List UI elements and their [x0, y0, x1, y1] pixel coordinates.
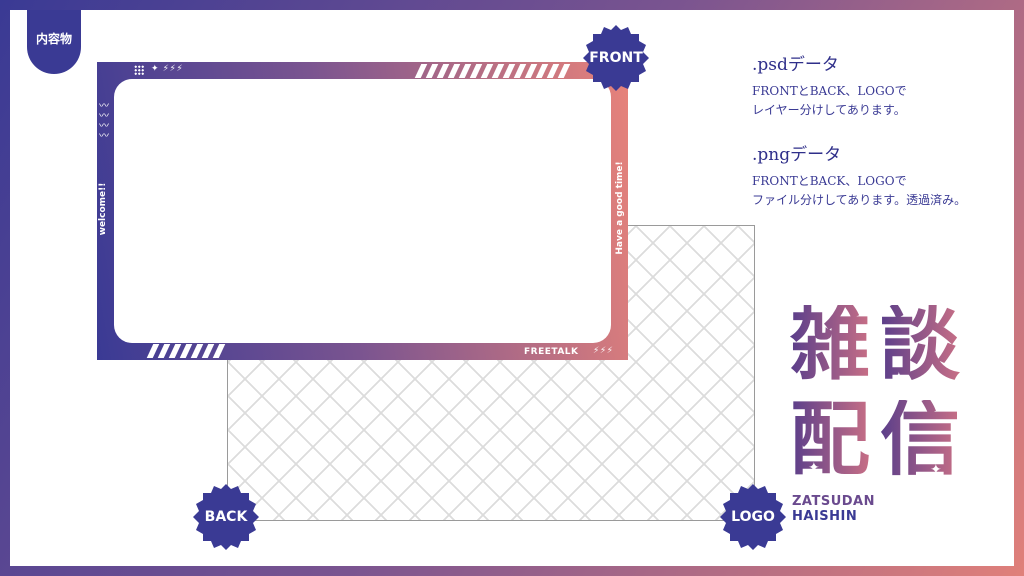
freetalk-text: FREETALK — [524, 347, 579, 357]
psd-title: .psdデータ — [752, 55, 839, 75]
badge-shape-icon — [193, 484, 259, 550]
contents-tag: 内容物 — [27, 10, 81, 74]
contents-tag-label: 内容物 — [35, 32, 72, 46]
badge-shape-icon — [583, 25, 649, 91]
top-sparkle-bolts: ✦ ⚡⚡⚡ — [151, 64, 184, 74]
logo-sub-line-1: ZATSUDAN — [792, 494, 875, 509]
badge-shape-icon — [720, 484, 786, 550]
sparkle-icon: ✦ — [893, 370, 905, 386]
psd-line-1: FRONTとBACK、LOGOで — [752, 84, 907, 98]
welcome-text: welcome!! — [98, 182, 108, 236]
logo-kanji-zatsu: 雑 — [790, 298, 870, 391]
front-badge-label: FRONT — [589, 50, 643, 66]
bottom-stripes — [146, 344, 226, 358]
front-screen-window — [114, 79, 611, 343]
logo-sub-line-2: HAISHIN — [792, 509, 858, 524]
png-line-1: FRONTとBACK、LOGOで — [752, 174, 907, 188]
zigzag-icon: 〰 〰 〰 〰 — [99, 101, 109, 142]
top-stripes — [414, 64, 571, 78]
bottom-bolts: ⚡⚡⚡ — [593, 346, 614, 356]
sparkle-icon: ✦ — [808, 460, 820, 476]
dots-icon — [134, 65, 144, 75]
psd-line-2: レイヤー分けしてあります。 — [752, 103, 906, 117]
back-badge-label: BACK — [204, 509, 248, 525]
back-badge: BACK — [193, 484, 259, 550]
png-title: .pngデータ — [752, 145, 842, 165]
logo-badge-label: LOGO — [731, 509, 775, 525]
logo-kanji-dan: 談 — [880, 298, 960, 391]
png-line-2: ファイル分けしてあります。透過済み。 — [752, 193, 967, 207]
logo-kanji-shin: 信 — [880, 393, 960, 486]
sparkle-icon: ✦ — [930, 462, 942, 478]
logo-badge: LOGO — [720, 484, 786, 550]
have-a-good-time-text: Have a good time! — [615, 161, 625, 255]
front-badge: FRONT — [583, 25, 649, 91]
logo-kanji-hai: 配 — [790, 393, 870, 486]
